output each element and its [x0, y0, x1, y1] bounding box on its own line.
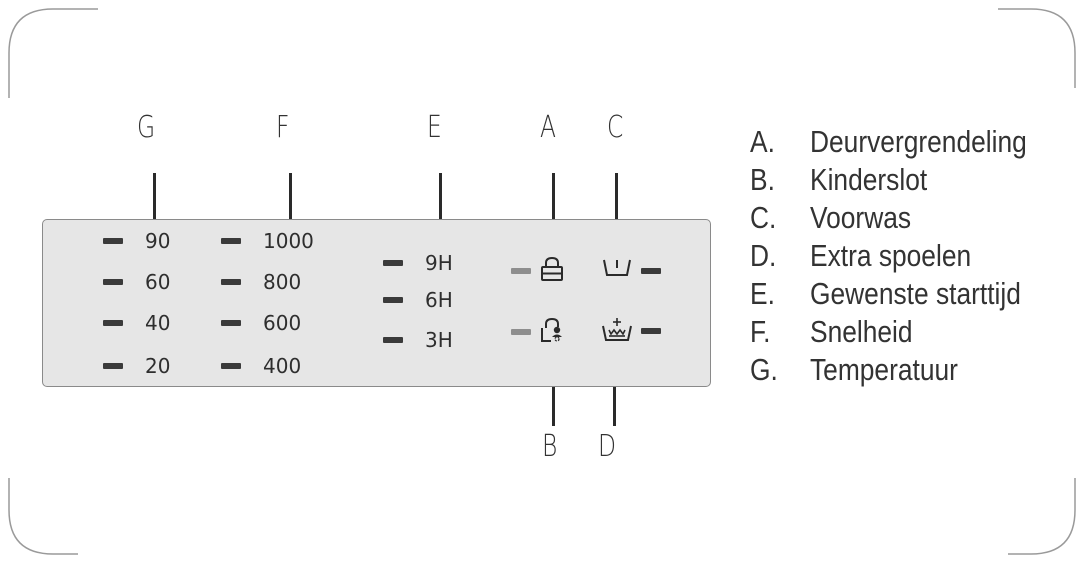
legend-text: Voorwas: [810, 200, 912, 235]
leader-line-g: [153, 173, 156, 230]
control-panel: [42, 219, 711, 387]
legend-text: Kinderslot: [810, 162, 928, 197]
legend-letter: D.: [750, 238, 777, 273]
temp-40-label: 40: [145, 311, 171, 335]
legend-letter: F.: [750, 314, 771, 349]
callout-a: A: [540, 110, 557, 145]
legend-letter: C.: [750, 200, 777, 235]
led-prewash: [641, 268, 661, 274]
delay-3h-label: 3H: [425, 328, 453, 352]
temp-90-label: 90: [145, 229, 171, 253]
led-temp-60: [103, 279, 123, 285]
leader-line-c: [615, 173, 618, 243]
speed-400-label: 400: [263, 354, 302, 378]
legend-text: Temperatuur: [810, 352, 958, 387]
legend-letter: E.: [750, 276, 775, 311]
callout-b: B: [542, 429, 558, 464]
legend-text: Gewenste starttijd: [810, 276, 1021, 311]
led-delay-6h: [383, 297, 403, 303]
led-extra-rinse: [641, 328, 661, 334]
speed-1000-label: 1000: [263, 229, 314, 253]
delay-9h-label: 9H: [425, 251, 453, 275]
legend-letter: A.: [750, 124, 775, 159]
callout-f: F: [276, 110, 290, 145]
extra-rinse-crown-icon: [602, 318, 632, 341]
legend-text: Snelheid: [810, 314, 913, 349]
leader-line-b: [552, 350, 555, 426]
outer-frame: [8, 8, 1076, 555]
legend-text: Deurvergrendeling: [810, 124, 1027, 159]
led-delay-3h: [383, 337, 403, 343]
led-speed-600: [221, 320, 241, 326]
leader-line-e: [439, 173, 442, 254]
prewash-tub-icon: [603, 259, 631, 276]
callout-g: G: [137, 110, 156, 145]
delay-6h-label: 6H: [425, 288, 453, 312]
callout-d: D: [598, 429, 617, 464]
led-speed-800: [221, 279, 241, 285]
legend-letter: B.: [750, 162, 775, 197]
leader-line-a: [552, 173, 555, 245]
led-temp-90: [103, 238, 123, 244]
legend-letter: G.: [750, 352, 778, 387]
led-temp-40: [103, 320, 123, 326]
leader-line-d: [613, 349, 616, 426]
speed-800-label: 800: [263, 270, 302, 294]
callout-c: C: [607, 110, 624, 145]
led-child-lock: [511, 329, 531, 335]
speed-600-label: 600: [263, 311, 302, 335]
led-speed-400: [221, 363, 241, 369]
legend-text: Extra spoelen: [810, 238, 972, 273]
led-delay-9h: [383, 260, 403, 266]
led-speed-1000: [221, 238, 241, 244]
padlock-icon: [541, 256, 563, 281]
led-temp-20: [103, 363, 123, 369]
temp-20-label: 20: [145, 354, 171, 378]
leader-line-f: [289, 173, 292, 230]
led-door-lock: [511, 268, 531, 274]
child-lock-icon: [541, 317, 562, 342]
callout-e: E: [427, 110, 442, 145]
temp-60-label: 60: [145, 270, 171, 294]
